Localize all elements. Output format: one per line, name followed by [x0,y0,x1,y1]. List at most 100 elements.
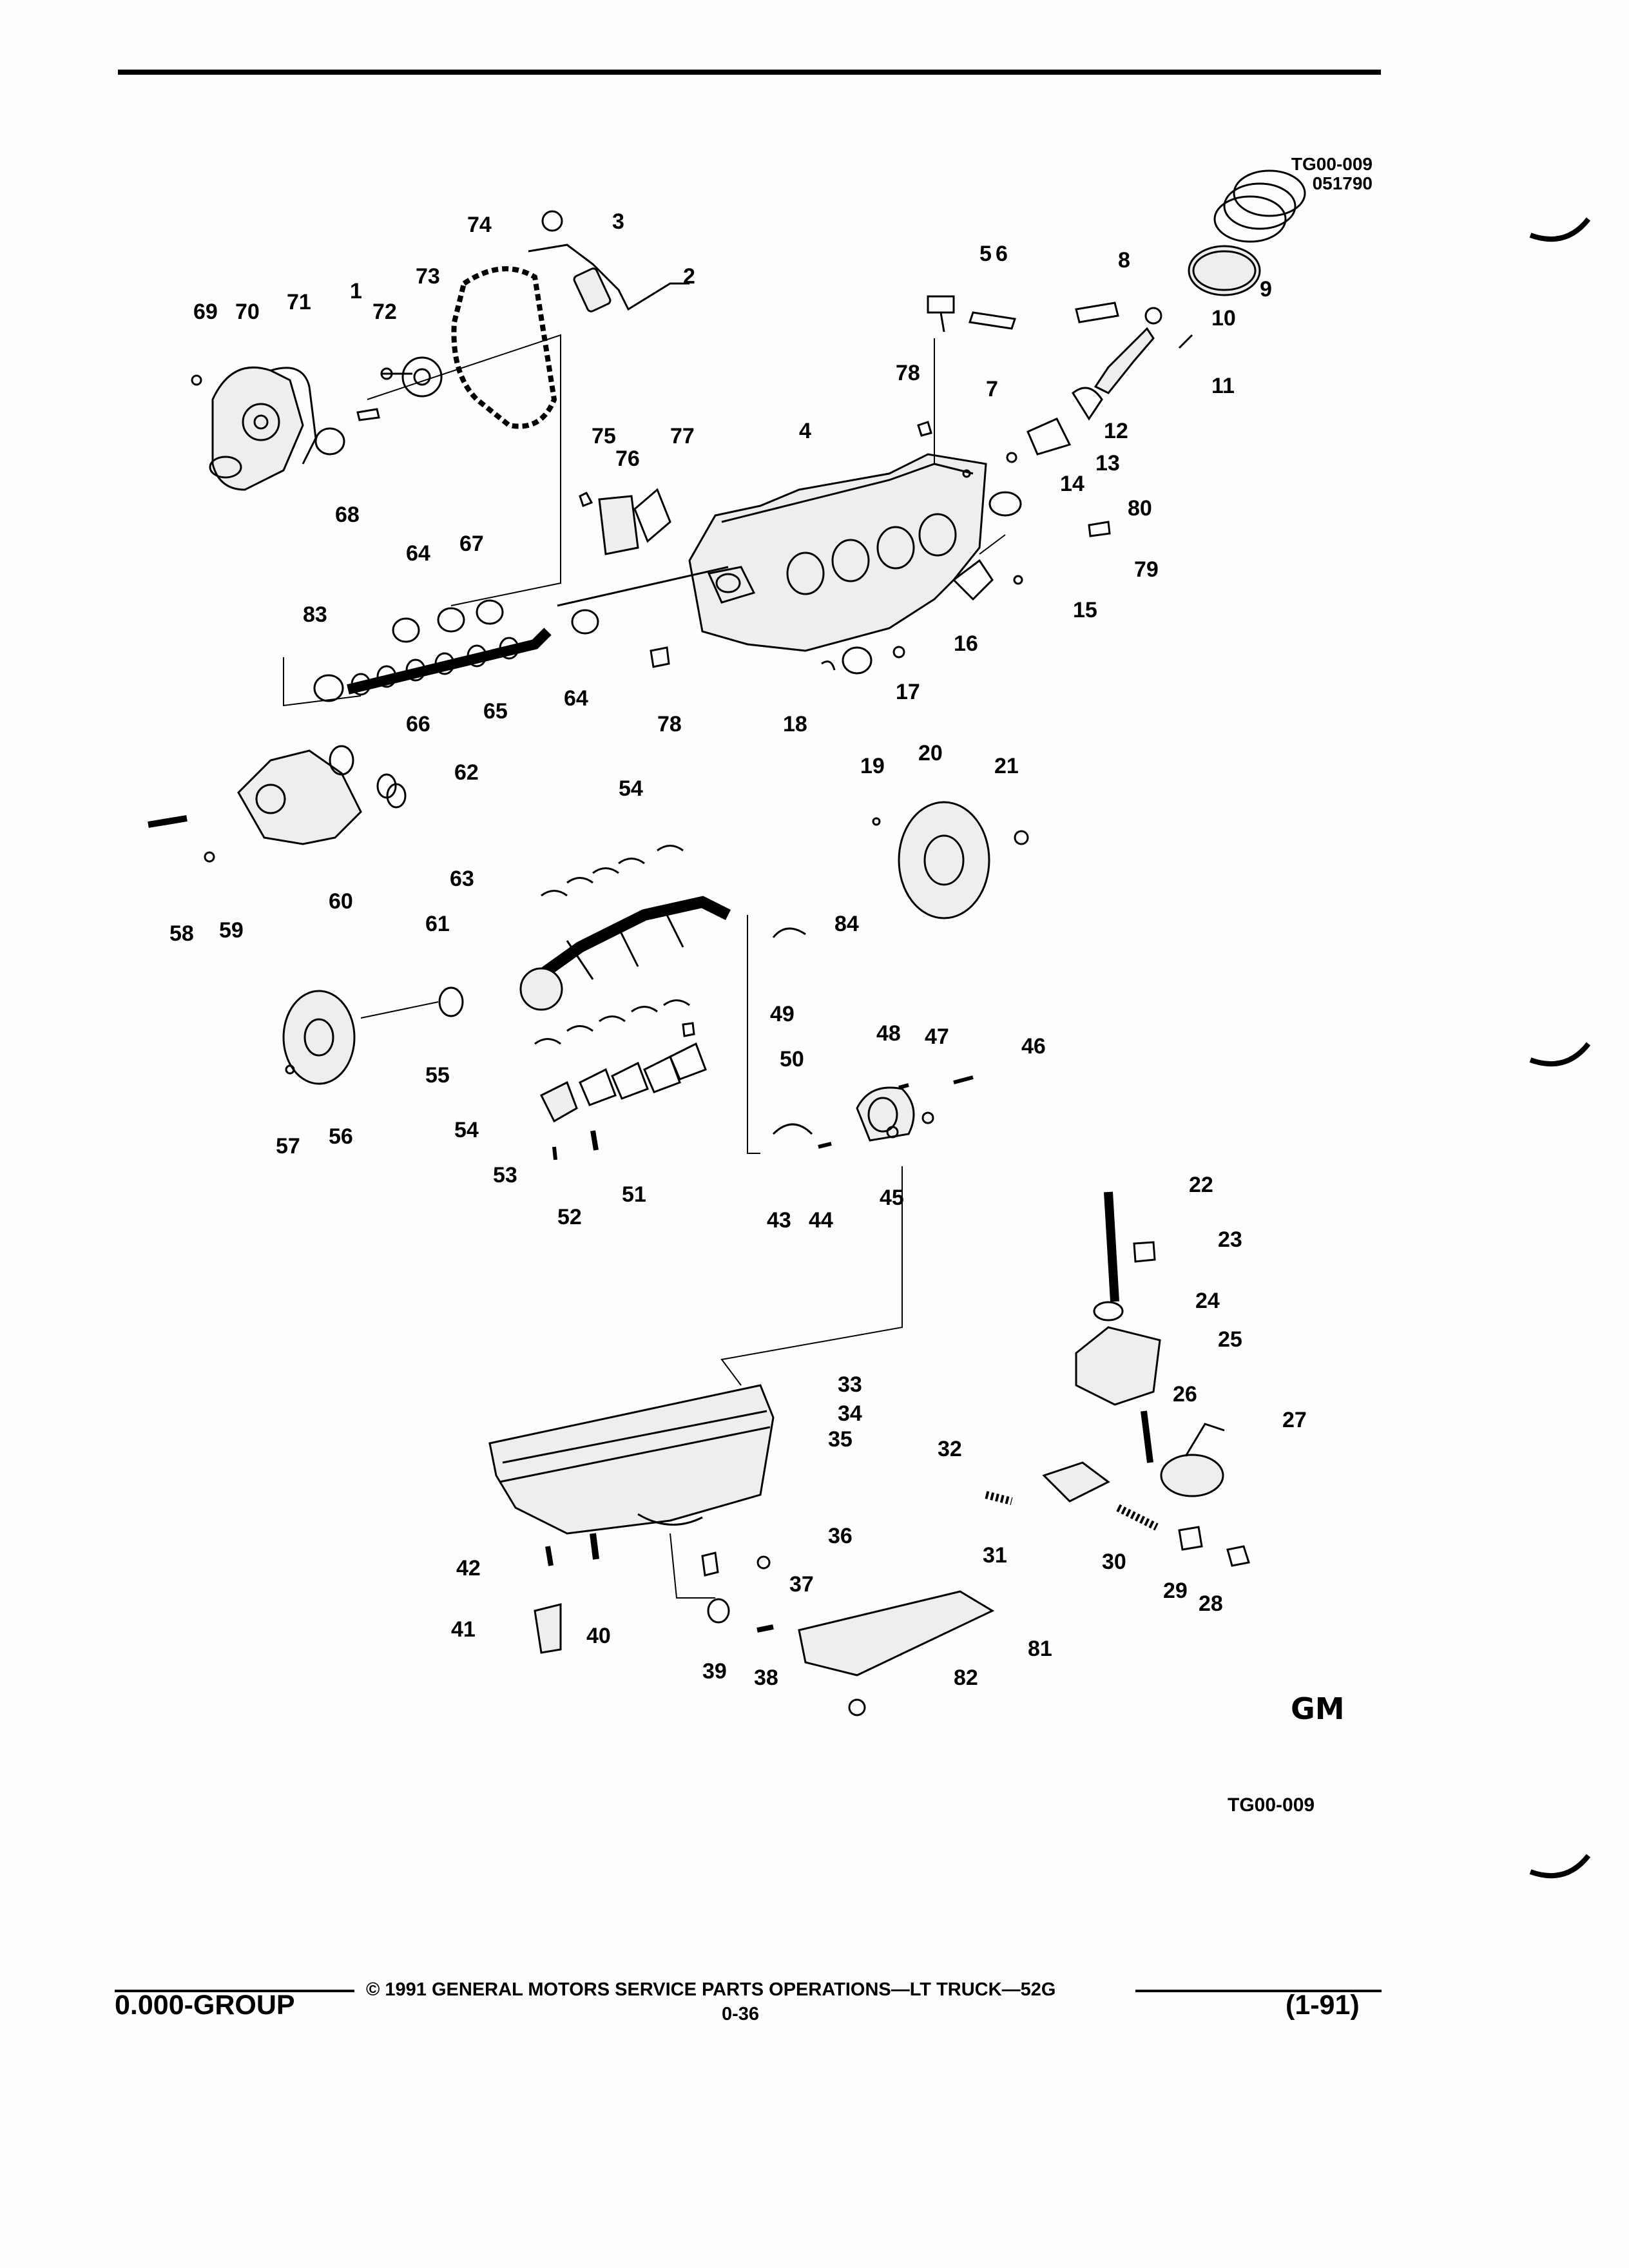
bolt-48 [898,1083,909,1090]
callout-17: 17 [896,680,920,704]
callout-66: 66 [406,712,430,736]
callout-7: 7 [986,377,998,401]
engine-block [688,453,994,652]
plug-78-top [917,421,932,437]
callout-19: 19 [860,754,885,778]
top-rule [118,70,1381,75]
callout-82: 82 [954,1666,978,1690]
callout-6: 6 [996,242,1008,266]
bolt-52 [552,1146,557,1160]
cam-bearing-67b [476,599,504,625]
callout-77: 77 [670,424,695,448]
callout-13: 13 [1095,451,1120,476]
callout-40: 40 [586,1624,611,1648]
callout-83: 83 [303,602,327,627]
callout-labels: 1 2 3 4 5 6 7 8 9 10 11 12 13 14 15 16 1… [169,209,1307,1690]
binder-hole-mark-top [1529,217,1591,242]
washer-39 [707,1598,730,1624]
callout-72: 72 [372,300,397,324]
callout-80: 80 [1128,496,1152,521]
callout-3: 3 [612,209,624,234]
oil-pump-assembly [237,745,407,845]
bolt-45 [886,1126,899,1139]
part-24 [1093,1301,1124,1321]
callout-70: 70 [235,300,260,324]
callout-45: 45 [880,1186,904,1210]
callout-11: 11 [1211,374,1235,398]
bolt-47 [921,1111,934,1124]
part-31 [985,1491,1013,1505]
callout-62: 62 [454,760,479,785]
cam-bearing-64-lower [571,609,599,635]
callout-8: 8 [1118,248,1130,273]
part-18 [821,660,836,671]
cover-32 [1042,1461,1110,1503]
figure-code: TG00-009 [1291,154,1373,174]
callout-78-lower: 78 [657,712,682,736]
flexplate [898,801,990,919]
callout-74: 74 [467,213,492,237]
callout-14: 14 [1060,472,1084,496]
callout-61: 61 [425,912,450,936]
callout-76: 76 [615,447,640,471]
part-49 [682,1022,695,1037]
callout-73: 73 [416,264,440,289]
part-16 [892,646,905,658]
callout-30: 30 [1102,1550,1126,1574]
crank-gear-55 [438,986,464,1017]
gm-logo: GM [1291,1691,1345,1726]
cam-bearing-64-upper [392,617,420,643]
callout-57: 57 [276,1134,300,1158]
connecting-rod [1072,327,1193,421]
binder-hole-mark-middle [1529,1042,1591,1067]
footer-date: (1-91) [1286,1990,1360,2021]
callout-18: 18 [783,712,807,736]
callout-16: 16 [954,631,978,656]
bolt-14 [1006,452,1017,463]
callout-34: 34 [838,1401,862,1426]
callout-68: 68 [335,503,360,527]
bolt-26 [1141,1410,1153,1463]
callout-20: 20 [918,741,943,765]
callout-21: 21 [994,754,1019,778]
part-19 [872,817,881,826]
lower-main-bearings [534,999,690,1045]
callout-50: 50 [780,1047,804,1072]
dowel-1 [356,408,380,421]
sensor-5 [927,295,955,332]
cam-bearing-83 [313,674,344,702]
callout-22: 22 [1189,1173,1213,1197]
part-17 [842,646,872,675]
callout-48: 48 [876,1021,901,1046]
callout-56: 56 [329,1124,353,1149]
clamp-3 [541,210,563,232]
binder-hole-mark-bottom [1529,1854,1591,1879]
callout-9: 9 [1260,277,1272,302]
callout-4: 4 [799,419,811,443]
callout-25: 25 [1218,1327,1242,1352]
callout-49: 49 [770,1002,795,1026]
callout-59: 59 [219,918,244,943]
timing-chain [451,266,557,429]
driveshaft-22 [1104,1191,1119,1302]
callout-43: 43 [767,1208,791,1233]
pickup-screen-27 [1160,1423,1225,1497]
callout-27: 27 [1282,1408,1307,1432]
callout-31: 31 [983,1543,1007,1568]
rear-seal-84 [772,927,806,938]
bolt-69 [191,374,202,386]
main-caps [539,1042,707,1123]
plug-78-lower [650,646,670,668]
part-28 [1226,1545,1250,1567]
callout-15: 15 [1073,598,1097,622]
figure-id: TG00-009 [1228,1794,1315,1816]
callout-10: 10 [1211,306,1236,331]
callout-44: 44 [809,1208,833,1233]
callout-79: 79 [1134,557,1159,582]
callout-36: 36 [828,1524,853,1548]
callout-24: 24 [1195,1289,1220,1313]
callout-54-upper: 54 [619,776,643,801]
figure-code-block: TG00-009 051790 [1263,155,1373,193]
gasket-43 [772,1123,813,1135]
crank-sprocket-72 [380,367,412,380]
